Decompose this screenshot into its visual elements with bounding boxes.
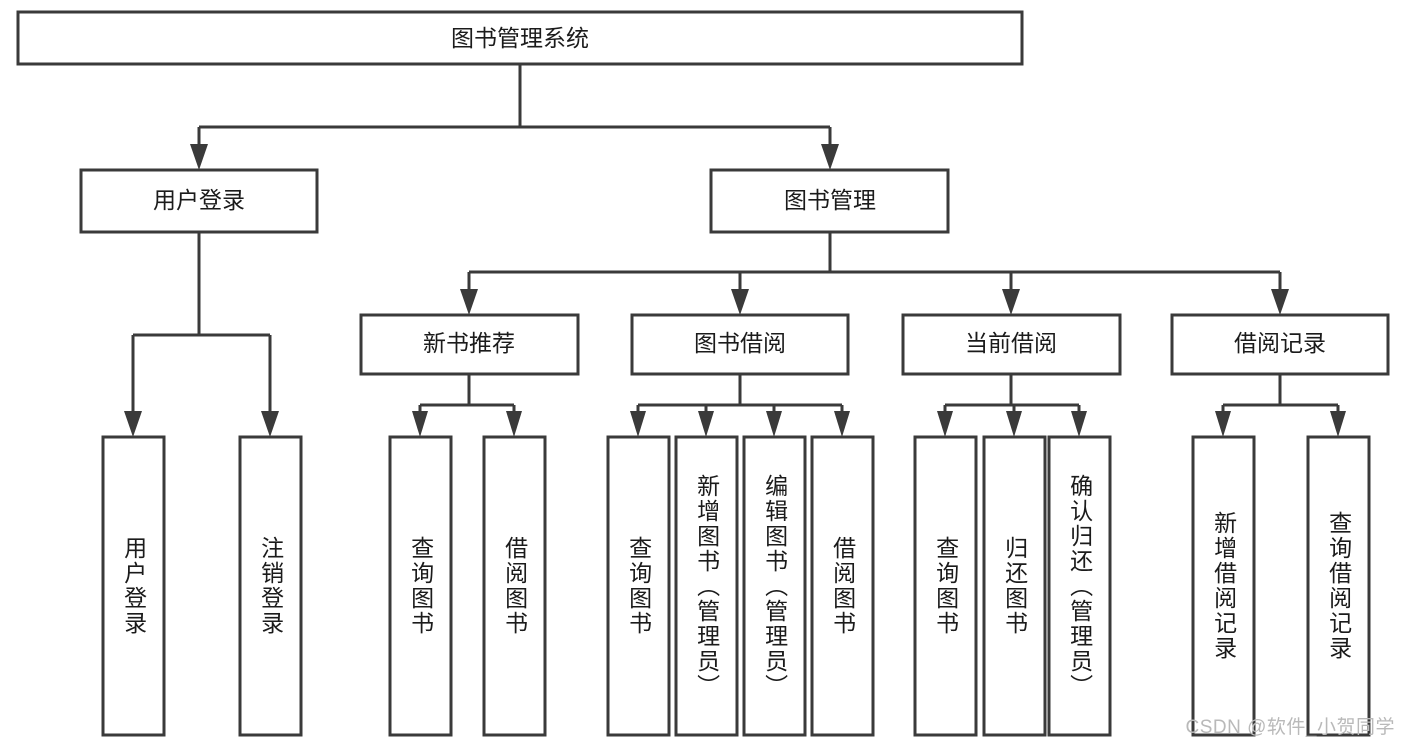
arrow-book-borrow-leaf-4 <box>834 411 850 437</box>
arrow-to-new-book <box>460 289 478 315</box>
leaf-borrow-record-1-box[interactable] <box>1191 435 1256 737</box>
leaf-new-book-2-box[interactable] <box>482 435 547 737</box>
leaf-new-book-1-box[interactable] <box>388 435 453 737</box>
node-new-book-recommend-label: 新书推荐 <box>423 330 515 356</box>
arrow-to-user-login <box>190 144 208 170</box>
arrow-new-book-leaf-2 <box>506 411 522 437</box>
leaf-user-login-1-box[interactable] <box>101 435 166 737</box>
arrow-borrow-record-leaf-1 <box>1215 411 1231 437</box>
arrow-book-borrow-leaf-1 <box>630 411 646 437</box>
node-user-login-box[interactable] <box>79 168 319 234</box>
arrow-to-book-borrow <box>731 289 749 315</box>
arrow-current-borrow-leaf-1 <box>937 411 953 437</box>
node-root-box[interactable] <box>16 10 1024 66</box>
arrow-to-book-manage <box>821 144 839 170</box>
node-current-borrow-label: 当前借阅 <box>965 330 1057 356</box>
leaf-book-borrow-2-box[interactable] <box>674 435 739 737</box>
leaf-book-borrow-4-box[interactable] <box>810 435 875 737</box>
node-layer: 图书管理系统 用户登录 图书管理 新书推荐 图书借阅 当前借阅 借阅记录 <box>16 10 1390 737</box>
arrow-user-login-leaf-1 <box>124 411 142 437</box>
arrow-new-book-leaf-1 <box>412 411 428 437</box>
node-new-book-recommend-box[interactable] <box>359 313 580 376</box>
leaf-current-borrow-3-box[interactable] <box>1047 435 1112 737</box>
arrow-current-borrow-leaf-2 <box>1006 411 1022 437</box>
arrow-to-borrow-record <box>1271 289 1289 315</box>
node-book-borrow-label: 图书借阅 <box>694 330 786 356</box>
arrow-to-current-borrow <box>1002 289 1020 315</box>
arrow-borrow-record-leaf-2 <box>1330 411 1346 437</box>
leaf-borrow-record-2-box[interactable] <box>1306 435 1371 737</box>
csdn-watermark: CSDN @软件_小贺同学 <box>1185 717 1395 738</box>
leaf-book-borrow-3-box[interactable] <box>742 435 807 737</box>
node-borrow-record-box[interactable] <box>1170 313 1390 376</box>
connector-layer <box>124 64 1346 437</box>
arrow-user-login-leaf-2 <box>261 411 279 437</box>
node-root-label: 图书管理系统 <box>451 25 589 51</box>
arrow-current-borrow-leaf-3 <box>1071 411 1087 437</box>
leaf-current-borrow-1-box[interactable] <box>913 435 978 737</box>
node-book-manage-box[interactable] <box>709 168 950 234</box>
leaf-user-login-2-box[interactable] <box>238 435 303 737</box>
leaf-book-borrow-1-box[interactable] <box>606 435 671 737</box>
leaf-current-borrow-2-box[interactable] <box>982 435 1047 737</box>
node-user-login-label: 用户登录 <box>153 187 245 213</box>
node-book-borrow-box[interactable] <box>630 313 850 376</box>
node-borrow-record-label: 借阅记录 <box>1234 330 1326 356</box>
arrow-book-borrow-leaf-3 <box>766 411 782 437</box>
arrow-book-borrow-leaf-2 <box>698 411 714 437</box>
node-book-manage-label: 图书管理 <box>784 187 876 213</box>
node-current-borrow-box[interactable] <box>901 313 1122 376</box>
